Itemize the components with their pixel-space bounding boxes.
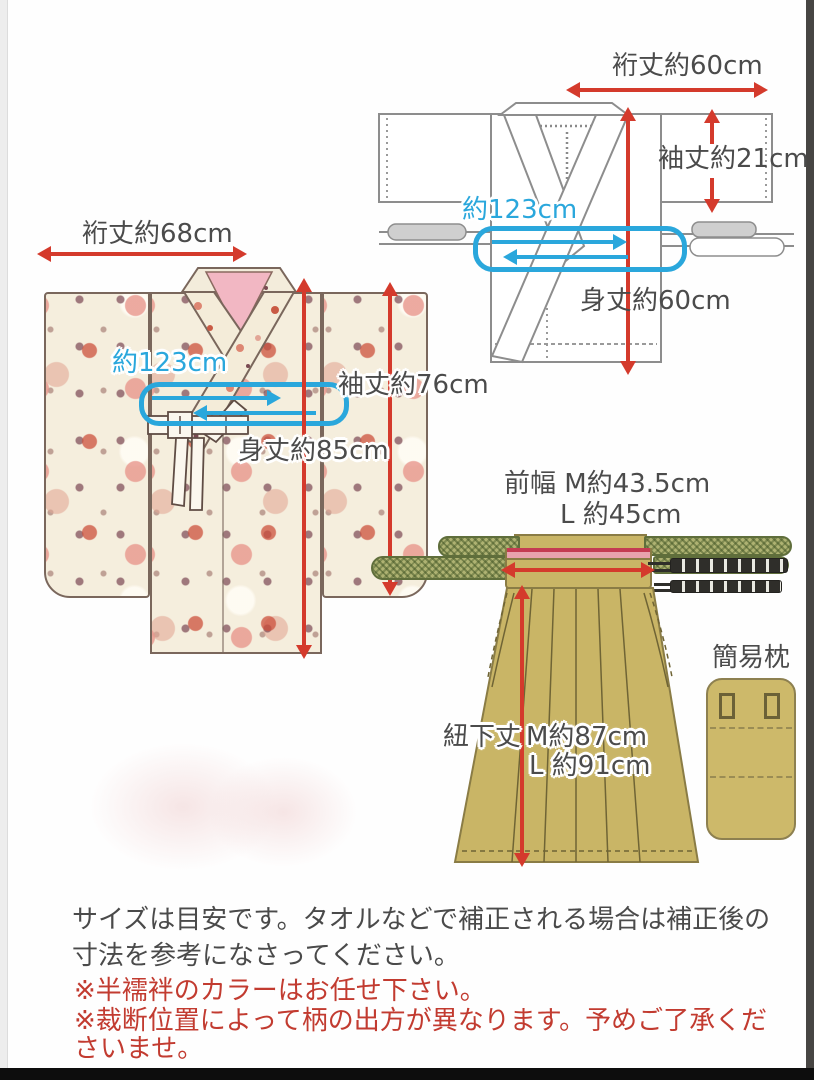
kimono-sode-label: 袖丈約76cm <box>338 370 489 400</box>
makura-stitch-2 <box>710 776 792 778</box>
note-red-line-3: さいませ。 <box>74 1034 204 1064</box>
left-edge-strip <box>0 0 8 1068</box>
juban-sode-arrow-down <box>710 178 714 200</box>
kimono-sleeve-right <box>322 292 428 598</box>
hakama-himoshita-m: M約87cm <box>526 722 648 752</box>
makura-stitch-1 <box>710 727 792 729</box>
hakama-maehaba-label-2: L 約45cm <box>560 500 682 530</box>
hakama-strap-green-upper-left <box>438 536 520 557</box>
hakama-himoshita-l: L 約91cm <box>529 751 651 781</box>
hakama-maehaba-arrow <box>514 568 642 572</box>
kimono-mitake-arrow <box>302 291 306 646</box>
juban-mitake-arrow <box>626 120 630 362</box>
hakama-strap-green-lower-left <box>371 556 515 580</box>
juban-yuki-label: 裄丈約60cm <box>612 51 763 81</box>
kimono-sode-arrow <box>388 295 392 583</box>
hakama-strap-green-upper-right <box>644 536 792 556</box>
hakama-dark-strap-connector-1b <box>648 569 672 572</box>
kimono-himo-capsule <box>139 382 349 426</box>
kimono-body-seam <box>222 345 224 652</box>
kimono-hem-smudge-2 <box>208 756 358 868</box>
hakama-dark-strap-connector-2a <box>654 583 672 586</box>
kimono-himo-arrow-left <box>206 411 316 415</box>
kimono-himo-label: 約123cm <box>112 348 228 378</box>
hakama-himoshita-arrow <box>520 598 524 854</box>
juban-diagram <box>378 102 794 364</box>
hakama-dark-strap-1 <box>670 558 788 573</box>
juban-himo-capsule <box>473 226 687 272</box>
hakama-himoshita-label: 紐下丈 <box>443 722 522 752</box>
makura-label: 簡易枕 <box>712 643 791 673</box>
bottom-black-bar <box>0 1068 814 1080</box>
kimono-yuki-arrow <box>50 252 234 256</box>
makura-slot-right <box>764 693 780 719</box>
hakama-dark-strap-2 <box>670 580 782 593</box>
juban-yuki-arrow <box>579 88 755 92</box>
hakama-maehaba-label-1: 前幅 M約43.5cm <box>504 469 711 499</box>
juban-mitake-label: 身丈約60cm <box>580 286 731 316</box>
kimono-mitake-label: 身丈約85cm <box>238 436 389 466</box>
hakama-dark-strap-connector-1a <box>648 562 672 565</box>
kimono-yuki-label: 裄丈約68cm <box>82 219 233 249</box>
note-size-line-2: 寸法を参考になさってください。 <box>72 941 460 971</box>
makura-slot-left <box>719 693 735 719</box>
hakama-dark-strap-connector-2b <box>654 589 672 592</box>
note-size-line-1: サイズは目安です。タオルなどで補正される場合は補正後の <box>72 905 771 935</box>
juban-sode-label: 袖丈約21cm <box>658 144 809 174</box>
note-red-line-1: ※半襦袢のカラーはお任せ下さい。 <box>74 976 486 1006</box>
juban-himo-arrow-left <box>516 255 628 259</box>
kimono-sleeve-left <box>44 292 150 598</box>
juban-himo-label: 約123cm <box>462 195 578 225</box>
right-edge-strip <box>806 0 814 1068</box>
kimono-himo-arrow-right <box>152 396 268 400</box>
note-red-line-2: ※裁断位置によって柄の出方が異なります。予めご了承くだ <box>74 1006 768 1036</box>
juban-sode-arrow-up <box>710 122 714 144</box>
juban-himo-arrow-right <box>492 240 614 244</box>
kimono-collar <box>176 267 298 450</box>
hakama-waist-stripe <box>505 548 652 558</box>
